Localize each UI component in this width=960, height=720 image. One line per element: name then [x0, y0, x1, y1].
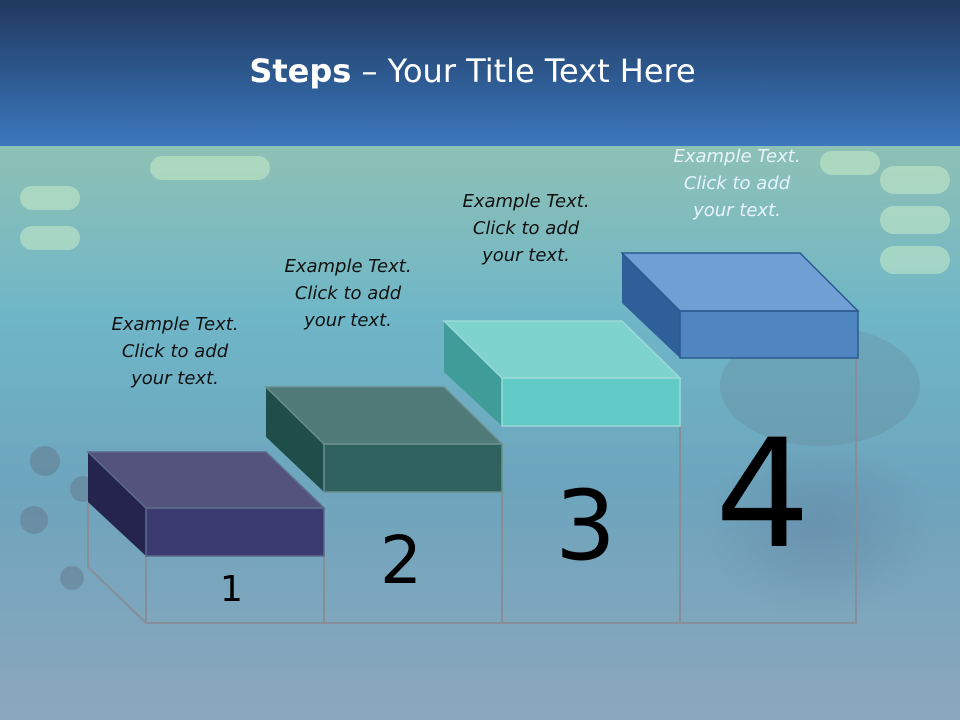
step-block-1: [86, 451, 326, 557]
caption-line: Click to add: [121, 341, 229, 362]
background-photo: [0, 146, 960, 720]
caption-line: Click to add: [683, 173, 791, 194]
step-number-2: 2: [380, 522, 422, 599]
step-block-2: [264, 386, 504, 493]
slide-title[interactable]: Steps – Your Title Text Here: [0, 52, 945, 90]
step-caption-4[interactable]: Example Text. Click to add your text.: [657, 143, 817, 224]
title-rest: – Your Title Text Here: [351, 52, 696, 90]
caption-line: your text.: [693, 200, 781, 221]
caption-line: Example Text.: [284, 256, 412, 277]
caption-line: Example Text.: [673, 146, 801, 167]
step-caption-2[interactable]: Example Text. Click to add your text.: [268, 253, 428, 334]
frame-outline: [146, 358, 857, 624]
step-caption-3[interactable]: Example Text. Click to add your text.: [446, 188, 606, 269]
caption-line: your text.: [131, 368, 219, 389]
step-block-3: [442, 320, 682, 427]
caption-line: Click to add: [472, 218, 580, 239]
caption-line: Click to add: [294, 283, 402, 304]
step-number-3: 3: [555, 470, 617, 582]
caption-line: Example Text.: [462, 191, 590, 212]
caption-line: your text.: [304, 310, 392, 331]
caption-line: your text.: [482, 245, 570, 266]
step-number-4: 4: [715, 408, 811, 582]
header-band: Steps – Your Title Text Here: [0, 0, 960, 146]
title-bold: Steps: [249, 52, 352, 90]
step-block-4: [620, 252, 860, 359]
caption-line: Example Text.: [111, 314, 239, 335]
step-number-1: 1: [220, 569, 243, 610]
step-caption-1[interactable]: Example Text. Click to add your text.: [95, 311, 255, 392]
